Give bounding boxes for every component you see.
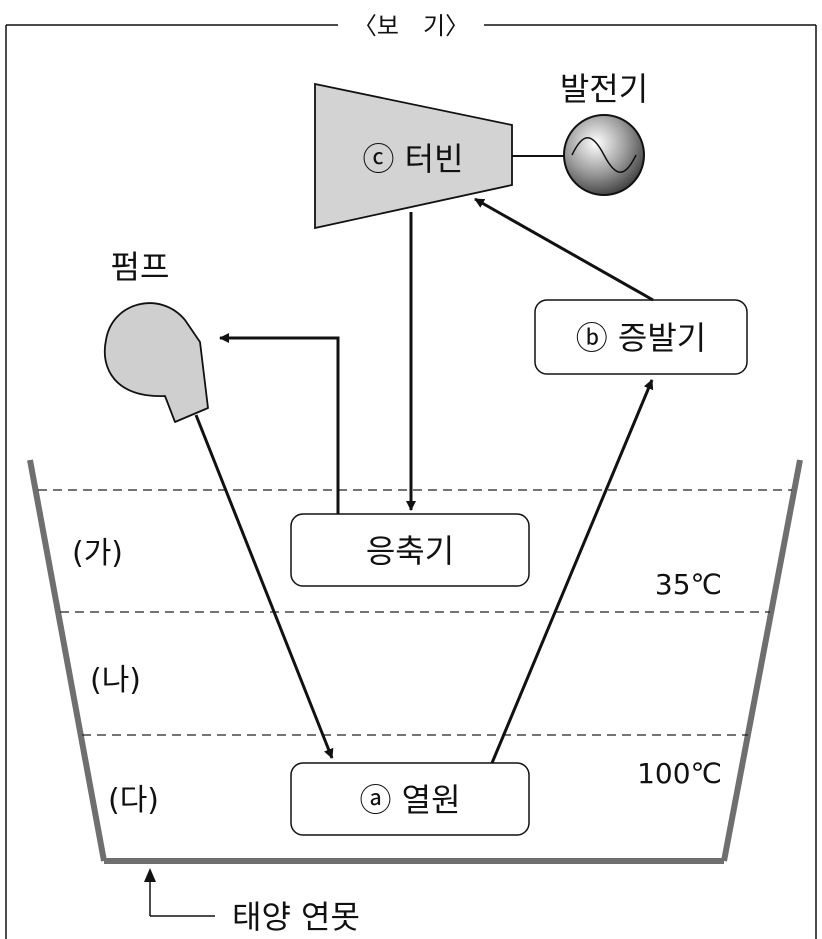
arrow-heat-source-to-evaporator bbox=[490, 379, 654, 764]
arrow-pump-to-heat-source bbox=[194, 414, 334, 759]
heat-source-label: ⓐ 열원 bbox=[359, 781, 460, 819]
pond-wall-right bbox=[721, 459, 803, 862]
layer-label-ga: (가) bbox=[72, 536, 123, 571]
generator-label: 발전기 bbox=[560, 70, 648, 108]
flow-arrows bbox=[194, 197, 654, 764]
pump bbox=[103, 302, 209, 423]
solar-pond bbox=[27, 459, 803, 864]
pond-pointer bbox=[144, 868, 215, 917]
turbine bbox=[314, 82, 513, 230]
layer-label-na: (나) bbox=[90, 663, 141, 698]
frame-title: 〈보 기〉 bbox=[353, 12, 469, 40]
evaporator-label: ⓑ 증발기 bbox=[576, 319, 707, 357]
evaporator-box bbox=[534, 299, 748, 375]
condenser-box bbox=[290, 513, 530, 587]
condenser-label: 응축기 bbox=[366, 532, 454, 570]
layer-label-da: (다) bbox=[108, 783, 159, 818]
sine-wave-icon bbox=[571, 137, 637, 173]
arrow-condenser-to-pump bbox=[219, 333, 340, 514]
temp-label-100: 100℃ bbox=[637, 757, 722, 790]
turbine-label: ⓒ 터빈 bbox=[362, 140, 463, 178]
pond-wall-left bbox=[27, 459, 107, 862]
pump-label: 펌프 bbox=[111, 248, 170, 286]
frame: 〈보 기〉 bbox=[5, 12, 817, 939]
heat-source-box bbox=[290, 762, 530, 836]
pond-label: 태양 연못 bbox=[232, 898, 360, 936]
generator bbox=[563, 114, 645, 196]
arrow-evaporator-to-turbine bbox=[474, 197, 654, 302]
temp-label-35: 35℃ bbox=[655, 568, 722, 601]
